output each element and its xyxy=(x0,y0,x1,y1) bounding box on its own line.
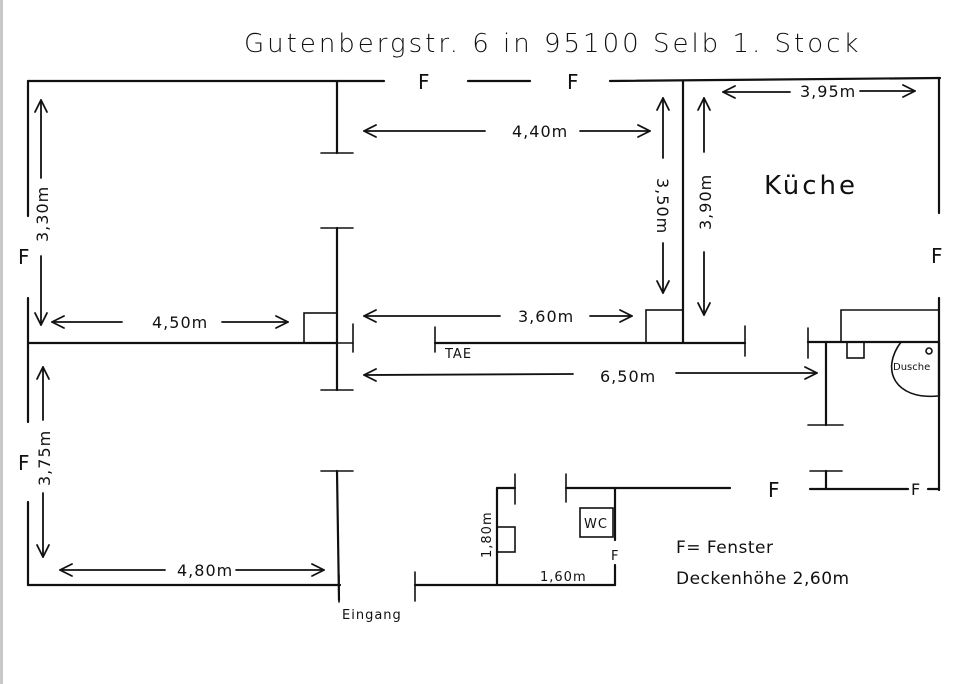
room-label-wc: WC xyxy=(584,517,608,532)
arrowhead xyxy=(36,544,50,558)
arrowhead xyxy=(311,563,325,577)
dim-label-bottom-left-height: 3,75m xyxy=(35,430,54,486)
arrowhead xyxy=(697,97,711,111)
dimension-arrows xyxy=(34,84,916,577)
shower-drain xyxy=(925,347,933,355)
dim-label-top-middle-width: 4,40m xyxy=(512,122,568,141)
dim-label-top-middle-height: 3,50m xyxy=(653,178,672,234)
window-marker: F xyxy=(611,549,619,564)
room-label-shower: Dusche xyxy=(893,362,930,373)
dim-label-top-left-width: 4,50m xyxy=(152,313,208,332)
dim-label-top-left-height: 3,30m xyxy=(33,186,52,242)
window-marker: F xyxy=(911,480,921,499)
arrowhead xyxy=(36,366,50,380)
shower-arc xyxy=(890,341,939,398)
dim-label-hallway-length: 6,50m xyxy=(600,367,656,386)
arrowhead xyxy=(59,563,73,577)
arrowhead xyxy=(363,368,377,382)
legend-window-key: F= Fenster xyxy=(676,538,773,558)
shaft-box-center xyxy=(645,309,684,344)
arrowhead xyxy=(363,124,377,138)
room-label-kitchen: Küche xyxy=(764,171,858,201)
arrowhead xyxy=(656,280,670,294)
window-marker: F xyxy=(931,244,943,268)
scan-edge xyxy=(0,0,3,684)
plan-title: Gutenbergstr. 6 in 95100 Selb 1. Stock xyxy=(244,29,861,59)
dim-label-bottom-left-width: 4,80m xyxy=(177,561,233,580)
dim-label-top-middle-lower-width: 3,60m xyxy=(518,307,574,326)
window-marker: F xyxy=(768,478,780,502)
dim-label-wc-width: 1,60m xyxy=(540,570,587,585)
arrowhead xyxy=(656,97,670,111)
arrowhead xyxy=(34,99,48,113)
dim-label-wc-height: 1,80m xyxy=(480,511,495,558)
arrowhead xyxy=(275,315,289,329)
phone-socket-label: TAE xyxy=(444,347,472,362)
arrowhead xyxy=(619,309,633,323)
shaft-box-bath xyxy=(846,341,865,359)
dim-label-kitchen-width: 3,95m xyxy=(800,82,856,101)
shaft-box-left xyxy=(303,312,338,344)
outer-walls xyxy=(26,76,942,587)
dim-arrow xyxy=(363,373,574,376)
kitchen-counter xyxy=(840,309,940,343)
window-marker: F xyxy=(567,70,579,94)
legend-ceiling-height: Deckenhöhe 2,60m xyxy=(676,569,850,589)
arrowhead xyxy=(722,85,736,99)
arrowhead xyxy=(697,302,711,316)
interior-walls xyxy=(26,79,941,603)
entrance-label: Eingang xyxy=(342,608,402,623)
arrowhead xyxy=(902,84,916,98)
arrowhead xyxy=(34,312,48,326)
arrowhead xyxy=(51,315,65,329)
window-marker: F xyxy=(18,245,30,269)
dim-label-kitchen-height: 3,90m xyxy=(696,174,715,230)
window-marker: F xyxy=(18,451,30,475)
arrowhead xyxy=(363,309,377,323)
arrowhead xyxy=(804,366,818,380)
arrowhead xyxy=(637,124,651,138)
wall-top-right xyxy=(608,76,942,83)
window-marker: F xyxy=(418,70,430,94)
shaft-box-wc xyxy=(496,526,516,553)
wc-box xyxy=(579,507,614,538)
